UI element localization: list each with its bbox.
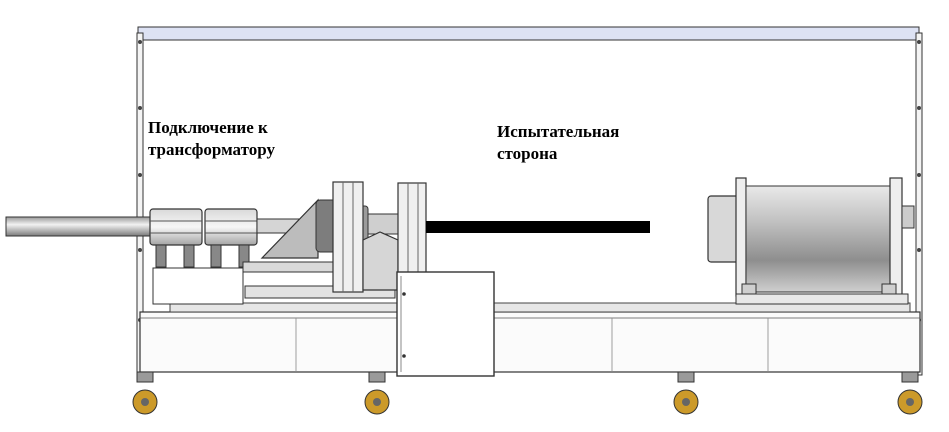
- transformer-connection-label: Подключение к трансформатору: [148, 117, 275, 161]
- frame-top-bar: [137, 26, 920, 41]
- current-transformers: [149, 208, 258, 268]
- control-cabinet: [396, 271, 495, 377]
- test-side-label-line1: Испытательная: [497, 122, 620, 141]
- test-side-label: Испытательная сторона: [497, 121, 619, 165]
- disc-stand-left: [332, 181, 364, 293]
- disc-stand-right: [397, 182, 427, 276]
- table-rail: [169, 302, 911, 313]
- base-table: [139, 311, 921, 373]
- frame-post-right: [915, 32, 923, 376]
- shaft-pedestal: [362, 231, 399, 291]
- caster-wheels: [132, 371, 923, 415]
- test-side-label-line2: сторона: [497, 144, 558, 163]
- test-conductor: [426, 221, 650, 233]
- transformer-connection-label-line1: Подключение к: [148, 118, 268, 137]
- cable-drum: [707, 177, 915, 305]
- transformer-conductor-pipe: [5, 216, 157, 237]
- transformer-connection-label-line2: трансформатору: [148, 140, 275, 159]
- lower-carriage: [152, 267, 244, 305]
